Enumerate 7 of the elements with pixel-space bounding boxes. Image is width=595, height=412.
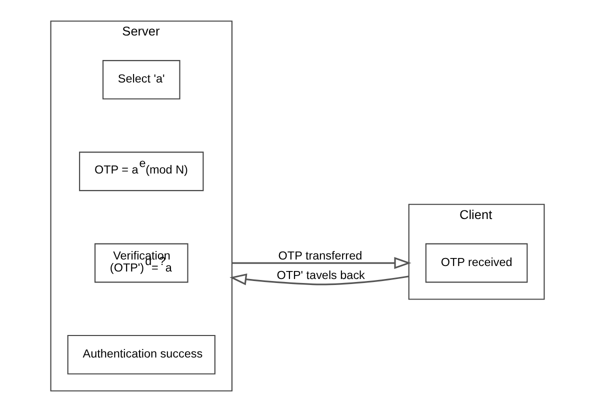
arrow [230, 273, 409, 286]
arrow [232, 257, 412, 269]
node-box: Authentication success [67, 334, 216, 374]
edge-label: OTP transferred [278, 250, 362, 263]
node-box: Select 'a' [102, 60, 180, 100]
node-box: OTP received [425, 243, 528, 283]
edge-label: OTP' tavels back [276, 268, 365, 282]
